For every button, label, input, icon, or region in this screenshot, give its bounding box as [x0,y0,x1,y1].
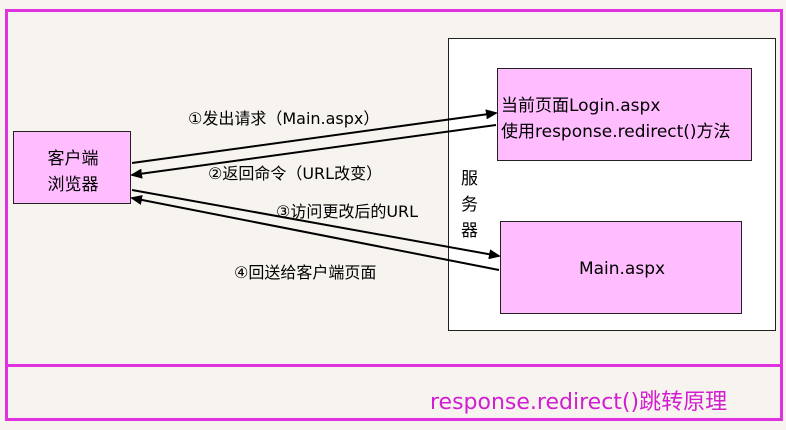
arrow-return-page [130,195,500,271]
login-box-line1: 当前页面Login.aspx [501,96,661,116]
client-line2: 浏览器 [47,175,99,195]
login-page-box: 当前页面Login.aspx 使用response.redirect()方法 [497,68,752,161]
server-label-char3: 器 [461,221,478,241]
client-browser-box: 客户端 浏览器 [13,131,131,204]
main-box-label: Main.aspx [578,259,666,279]
step3-label: ③访问更改后的URL [276,202,419,221]
step2-label: ②返回命令（URL改变） [208,164,383,183]
arrow-request [131,109,498,164]
server-label-char2: 务 [461,195,478,215]
server-label-char1: 服 [461,169,478,189]
main-page-box: Main.aspx [500,221,742,314]
login-box-line2: 使用response.redirect()方法 [501,122,731,142]
diagram-frame [5,9,783,367]
step1-label: ①发出请求（Main.aspx） [188,109,380,128]
arrow-redirect-command [130,124,497,179]
caption-frame [5,367,783,421]
client-line1: 客户端 [47,149,99,169]
diagram-caption: response.redirect()跳转原理 [430,390,728,415]
arrow-new-url-request [131,189,501,260]
step4-label: ④回送给客户端页面 [234,263,377,282]
